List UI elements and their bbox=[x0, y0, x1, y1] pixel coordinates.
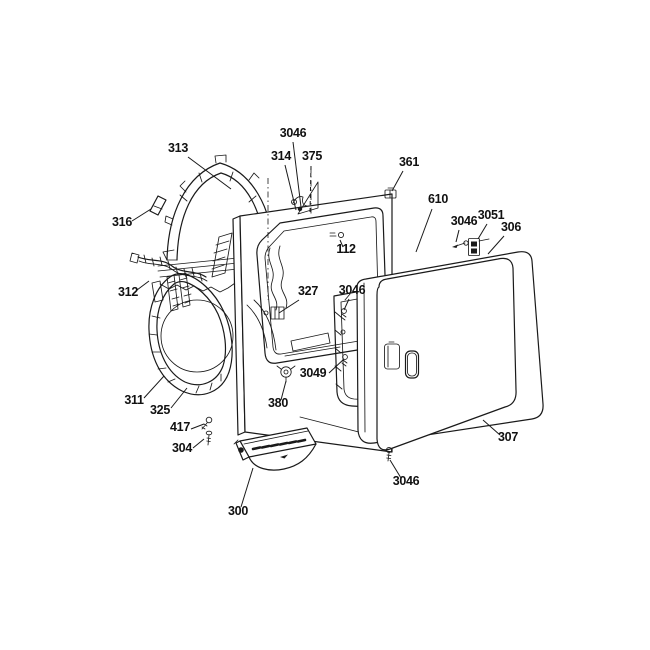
screw-304 bbox=[205, 430, 213, 446]
part-label-610-6: 610 bbox=[428, 192, 448, 206]
leader-3051-8 bbox=[477, 223, 488, 240]
leader-325-17 bbox=[170, 387, 188, 409]
leader-300-22 bbox=[240, 467, 254, 508]
part-label-306-9: 306 bbox=[501, 220, 521, 234]
part-3051-bracket bbox=[468, 238, 490, 256]
leader-312-10 bbox=[136, 280, 150, 291]
part-361-clip bbox=[384, 187, 397, 199]
part-label-375-3: 375 bbox=[302, 149, 322, 163]
part-label-3046-7: 3046 bbox=[451, 214, 478, 228]
part-label-361-4: 361 bbox=[399, 155, 419, 169]
part-603-door-handle bbox=[404, 350, 420, 379]
part-300-kick-panel bbox=[233, 427, 317, 471]
leader-314-2 bbox=[284, 164, 297, 211]
leader-380-15 bbox=[280, 380, 287, 401]
part-label-311-16: 311 bbox=[124, 393, 144, 407]
part-label-3046-21: 3046 bbox=[393, 474, 420, 488]
leader-313-0 bbox=[187, 156, 232, 190]
part-312-wire-harness bbox=[129, 252, 208, 282]
part-label-313-0: 313 bbox=[168, 141, 188, 155]
part-label-312-10: 312 bbox=[118, 285, 138, 299]
part-label-417-18: 417 bbox=[170, 420, 190, 434]
leader-3049-14 bbox=[328, 358, 345, 374]
part-label-3051-8: 3051 bbox=[478, 208, 505, 222]
leader-306-9 bbox=[487, 235, 505, 255]
screw-3046-top-right bbox=[452, 240, 469, 248]
leader-304-19 bbox=[192, 438, 205, 449]
leader-311-16 bbox=[143, 375, 165, 399]
leader-3046-13 bbox=[343, 298, 350, 311]
leader-316-5 bbox=[131, 208, 152, 222]
leader-610-6 bbox=[415, 208, 433, 253]
part-label-316-5: 316 bbox=[112, 215, 132, 229]
part-label-3049-14: 3049 bbox=[300, 366, 327, 380]
part-label-300-22: 300 bbox=[228, 504, 248, 518]
gasket-flange-screws bbox=[340, 308, 348, 367]
leader-112-11 bbox=[339, 239, 344, 248]
part-label-304-19: 304 bbox=[172, 441, 192, 455]
leader-375-3 bbox=[309, 165, 312, 213]
leader-361-4 bbox=[391, 170, 404, 192]
screw-417 bbox=[201, 416, 213, 430]
part-112-screw bbox=[329, 231, 345, 239]
drum-bulkhead bbox=[151, 232, 239, 312]
leader-3046-7 bbox=[455, 229, 460, 243]
leader-417-18 bbox=[190, 423, 205, 430]
screw-3046-bottom bbox=[385, 446, 393, 462]
part-label-3046-13: 3046 bbox=[339, 283, 366, 297]
part-label-325-17: 325 bbox=[150, 403, 170, 417]
door-handle-pocket bbox=[384, 341, 400, 370]
part-307-outer-door bbox=[376, 257, 517, 451]
part-316-clip bbox=[149, 195, 167, 216]
part-label-380-15: 380 bbox=[268, 396, 288, 410]
part-label-314-2: 314 bbox=[271, 149, 291, 163]
part-327-connector bbox=[263, 306, 285, 320]
leader-3046-21 bbox=[389, 459, 402, 479]
part-label-3046-1: 3046 bbox=[280, 126, 307, 140]
leader-3046-1 bbox=[292, 141, 302, 208]
leader-327-12 bbox=[278, 299, 300, 314]
part-label-307-20: 307 bbox=[498, 430, 518, 444]
part-301-front-panel bbox=[232, 167, 397, 453]
top-hinge-314 bbox=[291, 167, 319, 215]
part-label-327-12: 327 bbox=[298, 284, 318, 298]
leader-307-20 bbox=[482, 419, 501, 436]
part-label-112-11: 112 bbox=[336, 242, 356, 256]
part-311-325-front-duct bbox=[148, 273, 234, 396]
